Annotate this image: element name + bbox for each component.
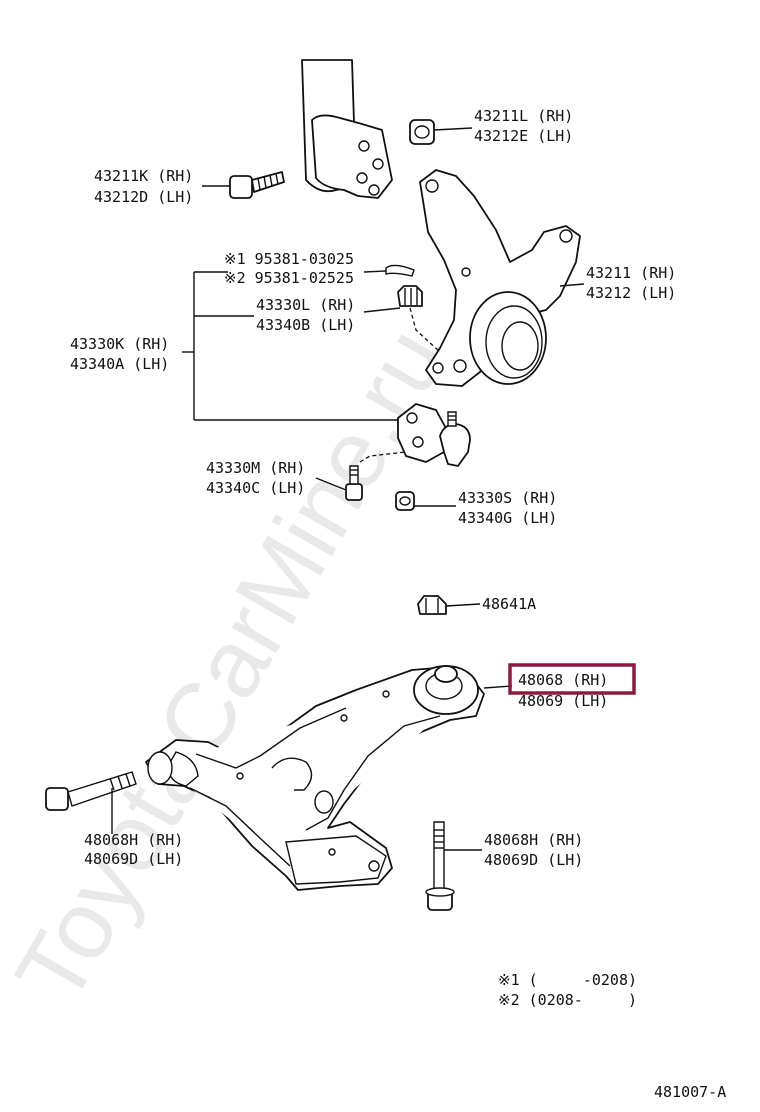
label-43330S[interactable]: 43330S (RH)	[458, 489, 557, 507]
label-48069D-right[interactable]: 48069D (LH)	[484, 851, 583, 869]
label-43212D[interactable]: 43212D (LH)	[94, 188, 193, 206]
label-43212[interactable]: 43212 (LH)	[586, 284, 676, 302]
label-43340B[interactable]: 43340B (LH)	[256, 316, 355, 334]
label-43340C[interactable]: 43340C (LH)	[206, 479, 305, 497]
label-48068H-left[interactable]: 48068H (RH)	[84, 831, 183, 849]
label-43211L[interactable]: 43211L (RH)	[474, 107, 573, 125]
watermark: ToyotaCarMine.ru	[0, 311, 467, 1021]
footnote-1: ※1 ( -0208)	[498, 971, 637, 989]
diagram-id: 481007-A	[654, 1083, 726, 1101]
footnote-2: ※2 (0208- )	[498, 991, 637, 1009]
label-43211[interactable]: 43211 (RH)	[586, 264, 676, 282]
bolt-icon	[229, 171, 285, 199]
bolt-icon	[345, 465, 363, 501]
label-43211K[interactable]: 43211K (RH)	[94, 167, 193, 185]
bolt-icon	[45, 771, 137, 811]
lower-control-arm	[145, 665, 485, 891]
label-48069D-left[interactable]: 48069D (LH)	[84, 850, 183, 868]
label-43330M[interactable]: 43330M (RH)	[206, 459, 305, 477]
label-43340G[interactable]: 43340G (LH)	[458, 509, 557, 527]
label-43340A[interactable]: 43340A (LH)	[70, 355, 169, 373]
nut-icon	[409, 119, 435, 145]
label-48068[interactable]: 48068 (RH)	[518, 671, 608, 689]
label-43330L[interactable]: 43330L (RH)	[256, 296, 355, 314]
group-bracket	[182, 271, 400, 421]
nut-icon	[395, 491, 415, 511]
label-43330K[interactable]: 43330K (RH)	[70, 335, 169, 353]
label-48068H-right[interactable]: 48068H (RH)	[484, 831, 583, 849]
steering-knuckle	[419, 169, 581, 387]
part-labels: 43211L (RH) 43212E (LH) 43211K (RH) 4321…	[70, 107, 726, 1101]
highlight-box	[508, 663, 636, 695]
label-note-1-part[interactable]: ※1 95381-03025	[224, 250, 354, 268]
label-48641A[interactable]: 48641A	[482, 595, 536, 613]
ball-joint	[397, 403, 471, 467]
label-note-2-part[interactable]: ※2 95381-02525	[224, 269, 354, 287]
label-48069[interactable]: 48069 (LH)	[518, 692, 608, 710]
strut-tube	[301, 59, 393, 199]
castle-nut-icon	[397, 285, 423, 307]
bolt-icon	[425, 821, 455, 911]
nut-icon	[417, 595, 447, 615]
cotter-pin-icon	[385, 264, 415, 277]
label-43212E[interactable]: 43212E (LH)	[474, 127, 573, 145]
